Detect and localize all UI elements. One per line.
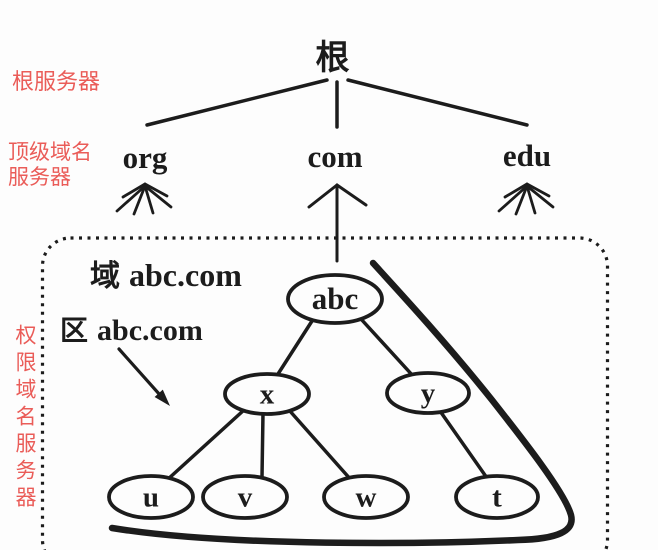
node-ellipse-abc	[286, 273, 384, 325]
node-label-t: t	[492, 481, 502, 514]
zone-name: abc.com	[97, 314, 203, 347]
node-label-y: y	[420, 377, 436, 410]
zone-pointer-arrow	[117, 347, 170, 406]
domain-name: abc.com	[129, 257, 242, 293]
domain-abc-label: 域 abc.com	[90, 251, 242, 295]
zone-boundary-curve	[108, 259, 575, 547]
node-label-v: v	[237, 481, 253, 514]
edu-fan-arrow	[497, 182, 555, 216]
node-label-x: x	[259, 378, 275, 411]
tld-node-com: com	[307, 139, 363, 174]
domain-dashed-box	[40, 236, 610, 550]
node-ellipse-x	[223, 372, 311, 416]
node-label-w: w	[355, 481, 377, 514]
zone-prefix: 区	[60, 315, 89, 346]
tld-node-org: org	[122, 140, 168, 175]
node-ellipse-y	[385, 371, 471, 415]
node-ellipses	[107, 273, 540, 520]
zone-abc-label: 区 abc.com	[60, 309, 203, 349]
authoritative-server-annotation: 权限域名服务器	[13, 324, 36, 513]
tld-node-edu: edu	[502, 138, 552, 173]
root-server-annotation: 根服务器	[12, 69, 101, 94]
tld-server-annotation-line1: 顶级域名	[8, 141, 92, 164]
tld-server-annotation: 顶级域名 服务器	[8, 140, 92, 190]
root-edges	[145, 78, 529, 129]
zone-tree-edges	[165, 317, 489, 483]
node-ellipse-u	[107, 474, 195, 520]
org-fan-arrow	[115, 182, 173, 216]
domain-prefix: 域	[90, 260, 120, 293]
node-label-abc: abc	[311, 281, 359, 316]
node-ellipse-w	[322, 474, 410, 520]
node-ellipse-t	[454, 474, 540, 520]
root-node-label: 根	[315, 39, 351, 77]
node-label-u: u	[142, 481, 160, 514]
tld-server-annotation-line2: 服务器	[8, 166, 71, 189]
com-up-arrow	[307, 183, 368, 263]
node-ellipse-v	[201, 474, 289, 520]
